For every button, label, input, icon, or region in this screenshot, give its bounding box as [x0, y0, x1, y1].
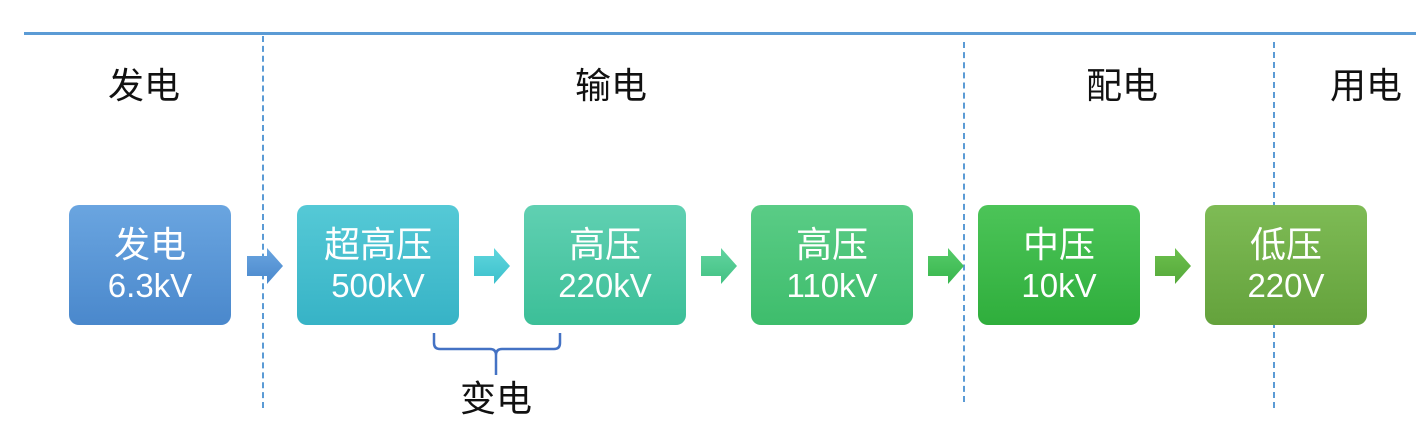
box-voltage: 500kV [331, 266, 425, 304]
section-label-transmission: 输电 [575, 66, 648, 107]
arrow-right-icon [474, 248, 510, 284]
section-label-transformation: 变电 [460, 379, 533, 420]
arrow-right-icon [701, 248, 737, 284]
brace-icon [432, 333, 562, 375]
box-voltage: 220V [1247, 266, 1325, 304]
box-voltage: 220kV [558, 266, 652, 304]
box-name: 低压 [1249, 225, 1322, 267]
box-high-voltage-110kv: 高压 110kV [751, 205, 913, 325]
top-divider-line [24, 32, 1416, 35]
arrow-right-icon [928, 248, 964, 284]
box-voltage: 10kV [1021, 266, 1097, 304]
box-medium-voltage: 中压 10kV [978, 205, 1140, 325]
divider-transmission-distribution [963, 42, 965, 402]
box-high-voltage-220kv: 高压 220kV [524, 205, 686, 325]
arrow-right-icon [1155, 248, 1191, 284]
box-name: 发电 [113, 225, 186, 267]
box-extra-high-voltage: 超高压 500kV [297, 205, 459, 325]
section-label-consumption: 用电 [1330, 66, 1403, 107]
divider-generation-transmission [262, 36, 264, 408]
section-label-distribution: 配电 [1086, 66, 1159, 107]
box-name: 中压 [1022, 225, 1095, 267]
box-voltage: 110kV [786, 266, 878, 304]
box-low-voltage: 低压 220V [1205, 205, 1367, 325]
box-generation: 发电 6.3kV [69, 205, 231, 325]
box-name: 高压 [795, 225, 868, 267]
box-name: 高压 [568, 225, 641, 267]
section-label-generation: 发电 [108, 66, 181, 107]
box-name: 超高压 [323, 225, 432, 267]
box-voltage: 6.3kV [107, 266, 193, 304]
arrow-right-icon [247, 248, 283, 284]
